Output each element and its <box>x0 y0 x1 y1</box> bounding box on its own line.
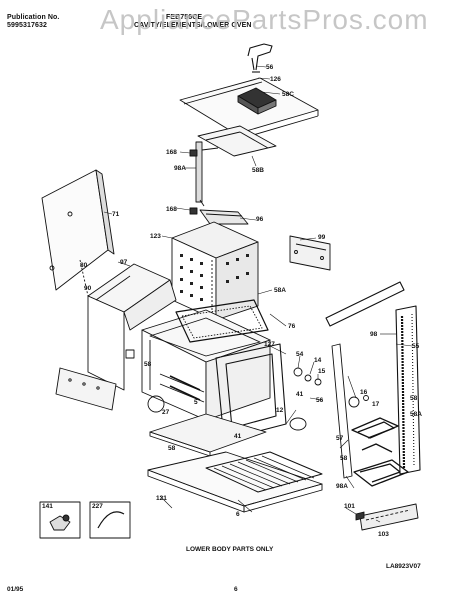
thermostat-part <box>293 367 303 377</box>
inset-box-141 <box>39 501 81 539</box>
callout: 57 <box>336 435 344 442</box>
callout: 58 <box>144 361 152 368</box>
callout: 56 <box>316 397 324 404</box>
bracket-panel-part <box>289 235 331 271</box>
callout: 54 <box>296 351 304 358</box>
bottom-pan-part <box>147 451 323 513</box>
bake-element-part <box>351 417 399 453</box>
callout: 227 <box>92 503 103 510</box>
callout: 27 <box>162 409 170 416</box>
callout: 101 <box>344 503 355 510</box>
callout: 58A <box>410 411 422 418</box>
callout: 98 <box>370 331 378 338</box>
publication-label: Publication No. <box>7 14 60 21</box>
clip-part <box>189 207 198 215</box>
model-number: FEB756CE <box>166 14 203 21</box>
callout: 58 <box>410 395 418 402</box>
frame-gasket-part <box>175 299 269 343</box>
side-panel-part <box>41 169 115 291</box>
light-socket-part <box>289 417 307 431</box>
diagram-caption: LOWER BODY PARTS ONLY <box>186 546 274 553</box>
callout: 76 <box>288 323 296 330</box>
vent-pipe-part <box>247 43 273 73</box>
callout: 56 <box>266 64 274 71</box>
callout: 141 <box>42 503 53 510</box>
callout: 58B <box>252 167 264 174</box>
callout-labels: 56 126 58C 168 98A 58B 168 96 71 123 99 … <box>42 64 422 538</box>
vertical-trim-part <box>331 343 353 479</box>
footer-date: 01/95 <box>7 586 24 593</box>
section-title: CAVITY/ELEMENTS/LOWER OVEN <box>134 22 252 29</box>
callout: 90 <box>84 285 92 292</box>
callout: 103 <box>378 531 389 538</box>
callout: 127 <box>264 341 275 348</box>
callout: 58 <box>340 455 348 462</box>
panel-103-part <box>355 503 419 531</box>
inset-box-227 <box>89 501 131 539</box>
callout: 17 <box>372 401 380 408</box>
clip-part <box>189 149 198 157</box>
oven-liner-part <box>141 309 271 421</box>
callout: 58 <box>168 445 176 452</box>
watermark: AppliancePartsPros.com <box>100 4 429 35</box>
callout: 55 <box>412 343 420 350</box>
callout: 168 <box>166 206 177 213</box>
callout: 98A <box>174 165 186 172</box>
vent-duct-part <box>195 125 277 207</box>
publication-number: 5995317632 <box>7 22 47 29</box>
callout: 6 <box>236 511 240 518</box>
callout: 15 <box>318 368 326 375</box>
duct-part <box>199 209 249 225</box>
callout: 123 <box>150 233 161 240</box>
drawing-code: LA8923V07 <box>386 563 421 570</box>
callout: 41 <box>296 391 304 398</box>
sensor-part <box>304 374 312 382</box>
callout: 41 <box>234 433 242 440</box>
broil-element-part <box>353 459 409 487</box>
front-panel-part <box>55 367 117 411</box>
callout: 99 <box>318 234 326 241</box>
lower-cavity-body-part <box>79 259 177 391</box>
callout: 97 <box>120 259 128 266</box>
page-number: 6 <box>234 586 238 593</box>
callout: 58A <box>274 287 286 294</box>
component-part <box>348 396 360 408</box>
side-trim-part <box>325 281 421 475</box>
blower-part <box>237 87 277 115</box>
callout: 98A <box>336 483 348 490</box>
oven-rack-part <box>205 451 323 493</box>
burner-part <box>147 395 165 413</box>
callout: 5 <box>194 399 198 406</box>
callout: 16 <box>360 389 368 396</box>
callout: 96 <box>256 216 264 223</box>
callout: 14 <box>314 357 322 364</box>
callout: 168 <box>166 149 177 156</box>
callout: 126 <box>270 76 281 83</box>
callout: 58C <box>282 91 294 98</box>
callout: 12 <box>276 407 284 414</box>
callout: 80 <box>80 262 88 269</box>
callout: 121 <box>156 495 167 502</box>
callout: 71 <box>112 211 120 218</box>
